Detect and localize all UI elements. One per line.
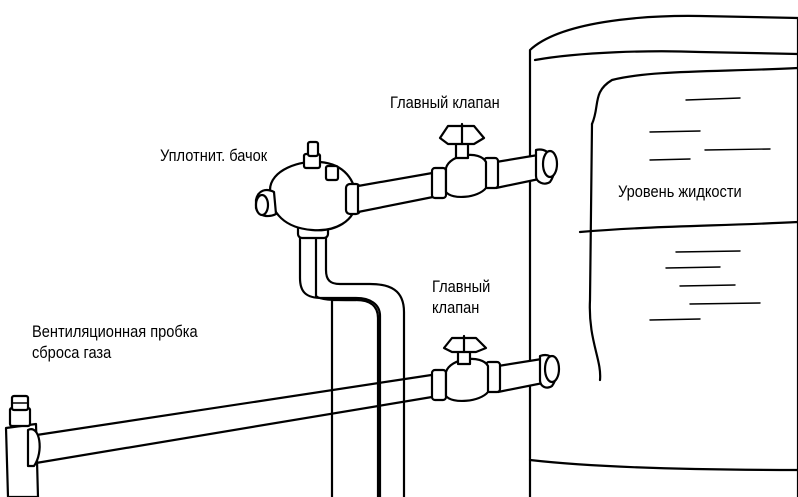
liquid-cavity-left: [588, 122, 602, 382]
label-vent-plug: Вентиляционная пробка сброса газа: [32, 321, 198, 363]
seal-tank-left-opening: [254, 193, 270, 217]
vent-assembly: [4, 394, 41, 497]
liquid-surface: [578, 220, 798, 234]
seal-tank-body: [268, 160, 358, 232]
label-liquid-level: Уровень жидкости: [618, 182, 742, 201]
tank-reflection-lines: [649, 97, 771, 321]
riser-pipe: [296, 222, 406, 497]
seal-tank: [254, 140, 362, 232]
top-pipe: [356, 148, 559, 214]
tank-bottom-edge: [528, 458, 798, 472]
bottom-pipe: [28, 353, 561, 466]
riser-inner: [324, 230, 406, 497]
seal-tank-side-boss: [324, 164, 340, 182]
label-vent-plug-line-2: сброса газа: [32, 343, 112, 362]
label-main-valve-bottom-line-1: Главный: [432, 277, 491, 296]
liquid-cavity: [590, 66, 798, 126]
top-valve-body: [444, 153, 488, 198]
bottom-pipe-body: [28, 372, 440, 466]
label-main-valve-top: Главный клапан: [390, 93, 500, 112]
top-pipe-flange-end: [541, 149, 559, 179]
riser-outer: [298, 230, 382, 497]
label-seal-tank: Уплотнит. бачок: [160, 146, 268, 165]
bottom-pipe-flange-end: [543, 354, 561, 384]
tank-top-rim: [533, 50, 798, 62]
tank-body: [528, 14, 798, 497]
bottom-valve: [442, 334, 490, 402]
seal-tank-top-cap: [306, 140, 320, 158]
top-pipe-body: [356, 170, 440, 214]
vent-pipe-tee: [26, 428, 41, 468]
bottom-pipe-coupling-left: [430, 368, 448, 402]
top-valve: [438, 122, 488, 198]
top-pipe-coupling-left: [430, 166, 448, 200]
riser-bend: [314, 230, 358, 302]
label-vent-plug-line-1: Вентиляционная пробка: [32, 322, 198, 341]
bottom-valve-body: [444, 357, 490, 402]
label-main-valve-bottom-line-2: клапан: [432, 298, 480, 317]
label-main-valve-bottom: Главный клапан: [432, 276, 490, 318]
tank: [528, 14, 798, 497]
